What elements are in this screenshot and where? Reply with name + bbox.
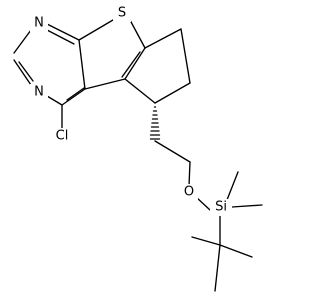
bond-ch2-o bbox=[188, 161, 191, 187]
bond-s-c7a bbox=[129, 19, 146, 49]
atom-n1: N bbox=[34, 16, 44, 31]
bond-o-si bbox=[195, 196, 211, 211]
bond-c2-n3-inner bbox=[18, 61, 34, 82]
bond-c7a-c7 bbox=[144, 28, 182, 49]
atom-s: S bbox=[118, 6, 126, 21]
bond-n3-c4 bbox=[46, 95, 63, 106]
bond-c2-n3 bbox=[13, 59, 32, 86]
bond-tbutyl-right bbox=[219, 244, 253, 258]
bond-c8a-n1 bbox=[46, 23, 80, 41]
bond-c7-c6 bbox=[180, 28, 191, 84]
bond-n1-c2 bbox=[13, 29, 32, 54]
atom-si: Si bbox=[215, 200, 227, 215]
bond-c7a-c4b-inner bbox=[121, 51, 141, 78]
structure-diagram: N N S Cl O Si bbox=[13, 5, 263, 292]
molecule-drawing: N N S Cl O Si bbox=[13, 5, 263, 292]
bond-c4a-c8a bbox=[78, 39, 86, 90]
bond-c4-c4a-inner bbox=[66, 87, 85, 101]
bond-c8a-n1-inner bbox=[46, 29, 75, 45]
bond-c4-c4a bbox=[61, 88, 86, 106]
atom-o: O bbox=[184, 185, 194, 200]
bond-si-methyl-right bbox=[231, 204, 263, 208]
bond-c8a-s bbox=[78, 19, 114, 41]
bond-c6-c5 bbox=[154, 82, 191, 104]
atom-cl: Cl bbox=[56, 129, 69, 144]
bond-ch-ch2 bbox=[154, 140, 191, 163]
bond-tbutyl-down bbox=[214, 244, 221, 292]
bond-tbutyl-left bbox=[191, 236, 221, 246]
bond-c4b-c4a bbox=[84, 78, 126, 90]
bond-c7a-c4b bbox=[124, 47, 146, 80]
bond-c5-c4b bbox=[124, 78, 156, 104]
hashed-wedge-bond bbox=[149, 106, 161, 140]
atom-n3: N bbox=[34, 85, 44, 100]
